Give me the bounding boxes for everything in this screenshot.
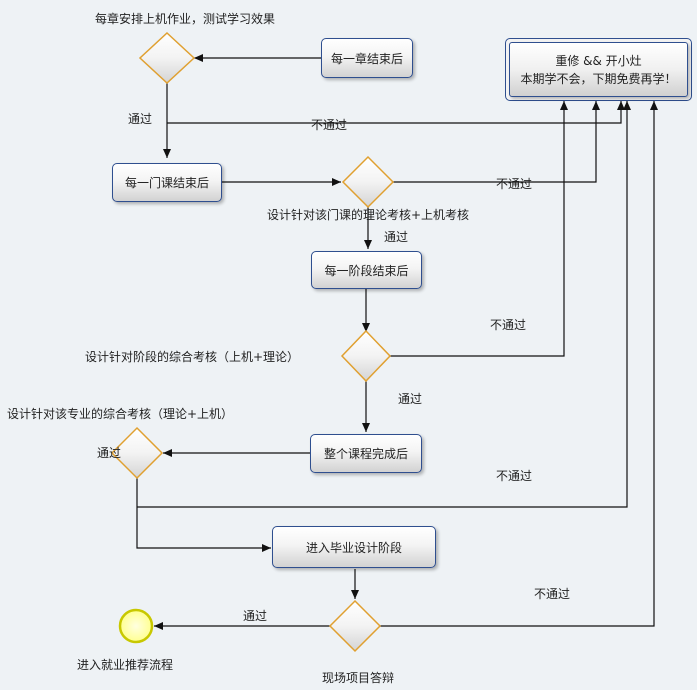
label-pass-5: 通过: [243, 609, 268, 623]
retake-box: 重修 && 开小灶 本期学不会，下期免费再学！: [505, 38, 692, 101]
label-fail-5: 不通过: [534, 587, 571, 601]
chapter-end-box: 每一章结束后: [321, 38, 413, 78]
edge-d2-fail: [393, 101, 600, 183]
label-pass-4: 通过: [97, 446, 122, 460]
stage-end-box: 每一阶段结束后: [311, 251, 422, 289]
decision-defense: [328, 599, 382, 653]
note-chapter-test: 每章安排上机作业，测试学习效果: [95, 12, 276, 26]
label-pass-1: 通过: [128, 112, 153, 126]
label-fail-4: 不通过: [496, 469, 533, 483]
label-fail-1: 不通过: [311, 118, 348, 132]
edge-d5-fail: [380, 101, 658, 627]
retake-subtitle: 本期学不会，下期免费再学！: [520, 71, 677, 86]
decision-chapter-test: [138, 31, 196, 85]
label-fail-2: 不通过: [496, 177, 533, 191]
decision-major-exam: [110, 426, 164, 480]
note-defense: 现场项目答辩: [322, 671, 395, 685]
note-stage-exam: 设计针对阶段的综合考核（上机+理论）: [85, 350, 300, 364]
edge-d3-fail: [390, 101, 568, 357]
label-fail-3: 不通过: [490, 318, 527, 332]
note-major-exam: 设计针对该专业的综合考核（理论+上机）: [7, 407, 234, 421]
edge-d1-fail: [167, 101, 625, 124]
course-end-box: 每一门课结束后: [112, 163, 222, 202]
retake-title: 重修 && 开小灶: [555, 53, 642, 68]
end-node: [118, 608, 154, 644]
decision-course-exam: [341, 155, 395, 209]
edge-d4-fail: [137, 101, 631, 508]
edge-d4-to-grad: [136, 478, 271, 552]
label-pass-3: 通过: [398, 392, 423, 406]
decision-stage-exam: [340, 329, 392, 383]
label-pass-2: 通过: [384, 230, 409, 244]
graduation-box: 进入毕业设计阶段: [272, 526, 436, 568]
retake-box-inner: 重修 && 开小灶 本期学不会，下期免费再学！: [509, 42, 688, 97]
note-course-exam: 设计针对该门课的理论考核+上机考核: [267, 208, 470, 222]
all-done-box: 整个课程完成后: [310, 434, 422, 473]
note-end: 进入就业推荐流程: [77, 658, 174, 672]
